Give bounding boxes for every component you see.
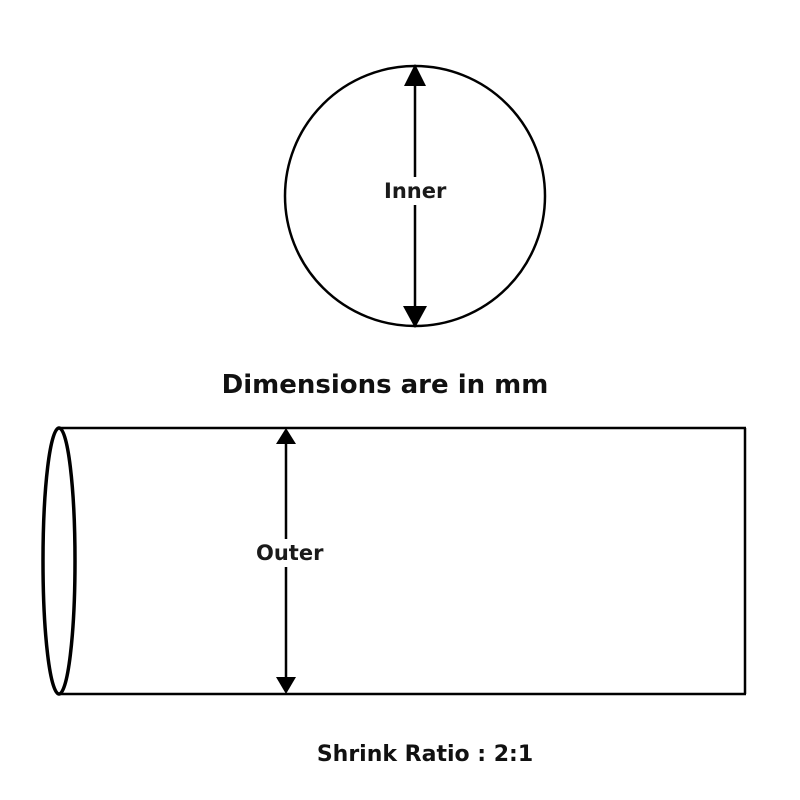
inner-diameter-label: Inner <box>382 177 449 205</box>
tube-end-ellipse <box>41 426 77 696</box>
outer-arrow-bottom <box>276 677 296 694</box>
shrink-ratio-label: Shrink Ratio : 2:1 <box>316 742 534 767</box>
tube-side-view <box>41 426 747 696</box>
inner-arrow-bottom <box>403 306 427 328</box>
inner-arrow-top <box>404 64 426 86</box>
outer-diameter-label: Outer <box>254 539 326 567</box>
units-note: Dimensions are in mm <box>221 370 549 400</box>
outer-arrow-top <box>276 428 296 444</box>
